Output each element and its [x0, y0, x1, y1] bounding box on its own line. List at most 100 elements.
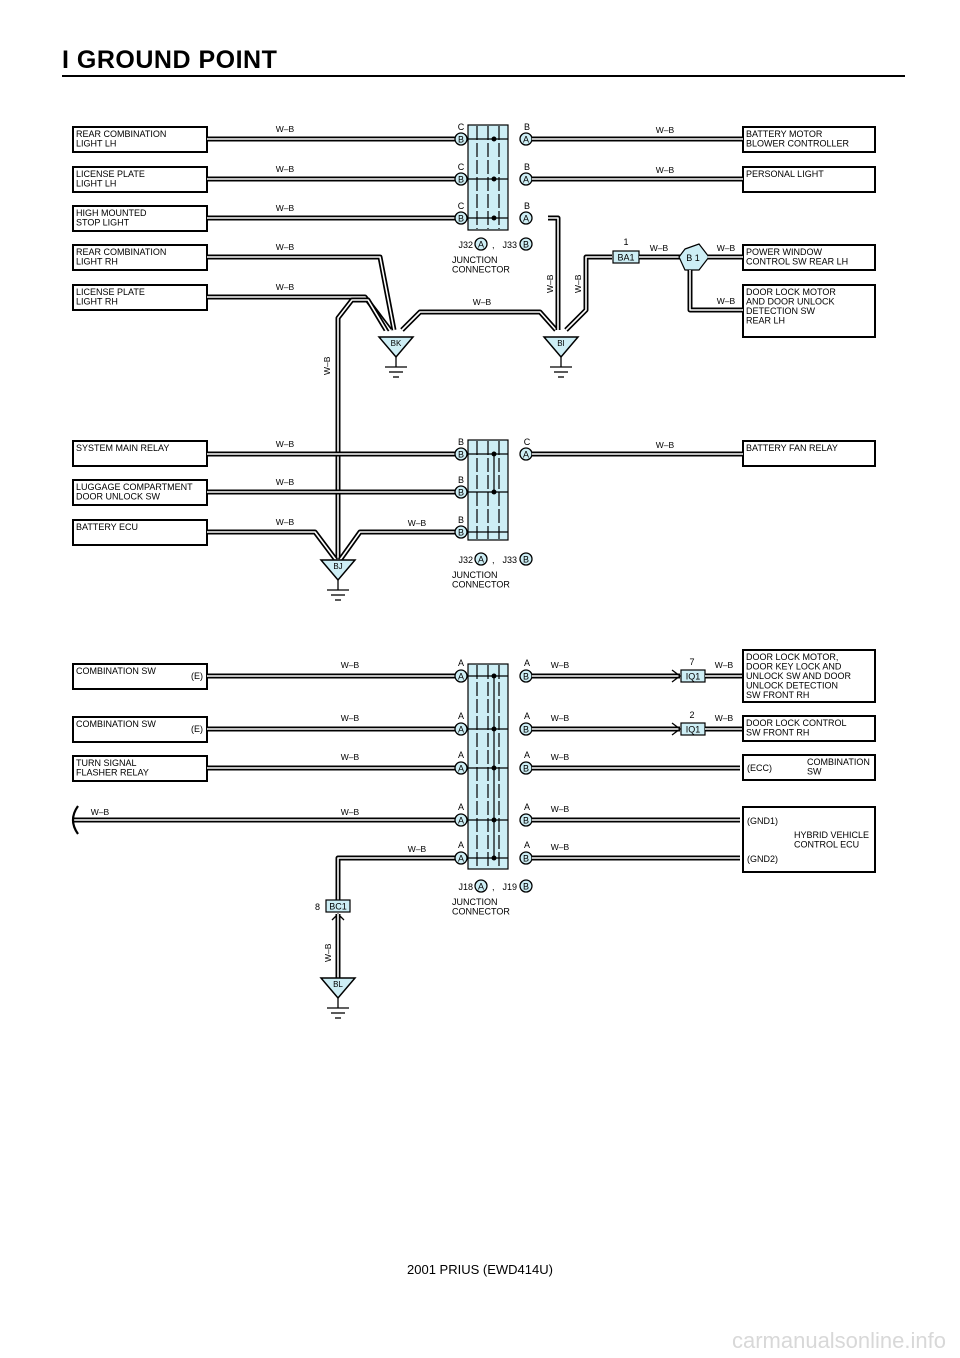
s1-left-pin-1-letter: B — [458, 175, 464, 185]
s1-riser-wire-label: W–B — [322, 356, 332, 375]
s1-left-pin-0-letter: B — [458, 135, 464, 145]
s1-junction-dot-1 — [491, 176, 497, 182]
s1-connector-ba1-id: BA1 — [617, 253, 634, 263]
s1-ground-bk-label: BK — [391, 339, 402, 348]
s3-connector-iq1-1-arrow — [671, 722, 682, 736]
s1-junction-left-id-circle-letter: A — [478, 240, 484, 250]
s2-left-pin-2-letter: B — [458, 528, 464, 538]
s1-left-pin-0 — [454, 132, 468, 146]
s2-junction-right-id: J33 — [502, 555, 517, 565]
s2-left-pin-1-letter: B — [458, 488, 464, 498]
s2-left-comp-0-box — [72, 440, 208, 467]
s1-left-comp-2-box — [72, 205, 208, 232]
s1-right-wire-label-0: W–B — [656, 125, 675, 135]
s3-left-pin-4-letter: A — [458, 854, 464, 864]
s2-right-wire-label-0: W–B — [656, 440, 675, 450]
s1-splice-right-wire-label-1: W–B — [717, 296, 736, 306]
s2-ground-bj-label: BJ — [333, 562, 342, 571]
s3-right-pin-cavity-3: A — [524, 802, 530, 812]
s3-junction-dot-4 — [491, 855, 497, 861]
s3-junction-left-id-circle — [474, 879, 488, 893]
s3-right-comp-3-pin1: (GND1) — [747, 816, 778, 826]
s2-ground-bj-triangle — [319, 559, 357, 582]
s1-left-pin-2-letter: B — [458, 214, 464, 224]
s1-junction-left-id: J32 — [458, 240, 473, 250]
s2-left-pin-cavity-2: B — [458, 515, 464, 525]
s2-left-pin-cavity-0: B — [458, 437, 464, 447]
s3-right-pin-4-letter: B — [523, 854, 529, 864]
s1-right-comp-0-box — [742, 126, 876, 153]
s2-junction-dot-1 — [491, 489, 497, 495]
s3-right-pin-2-letter: B — [523, 764, 529, 774]
s3-left-comp-1-label: COMBINATION SW — [76, 719, 156, 729]
s1-junction-bi-wire-outer — [548, 215, 561, 330]
s1-junction-bi-wire-label: W–B — [545, 274, 555, 293]
s2-junction-sep: , — [492, 555, 495, 565]
s3-left-pin-cavity-4: A — [458, 840, 464, 850]
s1-junction-left-id-circle — [474, 237, 488, 251]
s3-left-pin-3 — [454, 813, 468, 827]
s3-right-wire-label-1: W–B — [551, 713, 570, 723]
s3-connector-iq1-0-arrow — [671, 669, 682, 683]
s3-junction-right-id-circle — [519, 879, 533, 893]
s3-left-pin-cavity-2: A — [458, 750, 464, 760]
s3-junction-right-id-circle-letter: B — [523, 882, 529, 892]
s1-left-pin-cavity-2: C — [458, 201, 465, 211]
s1-left-pin-cavity-1: C — [458, 162, 465, 172]
s3-left-comp-0-box — [72, 663, 208, 690]
s2-junction-dot-0 — [491, 451, 497, 457]
s3-connector-bc1-box — [325, 899, 351, 913]
s3-right-comp-2-box — [742, 754, 876, 781]
s1-right-pin-0-letter: A — [523, 135, 529, 145]
s3-right-pin-cavity-4: A — [524, 840, 530, 850]
s3-left-wire-label-2: W–B — [341, 752, 360, 762]
s2-right-comp-0-label: BATTERY FAN RELAY — [746, 443, 838, 453]
s3-iq1-right-wire-label-1: W–B — [715, 713, 734, 723]
s2-left-wire-label-0: W–B — [276, 439, 295, 449]
s3-left-pin-1 — [454, 722, 468, 736]
s3-right-pin-3-letter: B — [523, 816, 529, 826]
s3-junction-block — [467, 663, 509, 870]
s1-bk-bi-wire-outer — [400, 309, 558, 332]
s1-right-pin-cavity-0: B — [524, 122, 530, 132]
s1-ground-bk-triangle — [377, 336, 415, 359]
s1-ba1-splice-wire-label: W–B — [650, 243, 669, 253]
s1-connector-ba1-pin: 1 — [623, 237, 628, 247]
s3-left-pin-0-letter: A — [458, 672, 464, 682]
s3-left-pin-3-letter: A — [458, 816, 464, 826]
s1-junction-right-id-circle — [519, 237, 533, 251]
s3-right-wire-label-2: W–B — [551, 752, 570, 762]
s2-junction-right-id-circle — [519, 552, 533, 566]
s1-splice-b1-label: B 1 — [686, 253, 700, 263]
s3-right-wire-label-4: W–B — [551, 842, 570, 852]
s3-left-pin-cavity-3: A — [458, 802, 464, 812]
s1-ground-bi-label: BI — [557, 339, 565, 348]
s1-ground-bi-triangle — [542, 336, 580, 359]
s3-right-pin-cavity-2: A — [524, 750, 530, 760]
s2-junction-right-id-circle-letter: B — [523, 555, 529, 565]
s2-left-comp-0-label: SYSTEM MAIN RELAY — [76, 443, 169, 453]
s3-left-pin-0 — [454, 669, 468, 683]
s1-bk-bi-wire-label: W–B — [473, 297, 492, 307]
s3-connector-bc1-id: BC1 — [329, 902, 347, 912]
s1-ba1-bi-wire-inner — [565, 256, 612, 331]
s2-junction-block — [467, 439, 509, 541]
s3-bc1-bl-wire-label: W–B — [323, 943, 333, 962]
s1-splice-right-wire-1-inner — [689, 270, 743, 311]
page-title: I GROUND POINT — [62, 46, 278, 74]
s2-junction-left-id-circle — [474, 552, 488, 566]
s3-junction-sep: , — [492, 882, 495, 892]
s1-splice-right-wire-label-0: W–B — [717, 243, 736, 253]
s3-left-pin-cavity-1: A — [458, 711, 464, 721]
s3-left-comp-0-pin: (E) — [191, 671, 203, 681]
s1-right-pin-cavity-2: B — [524, 201, 530, 211]
s3-continuation-bracket — [71, 805, 79, 835]
